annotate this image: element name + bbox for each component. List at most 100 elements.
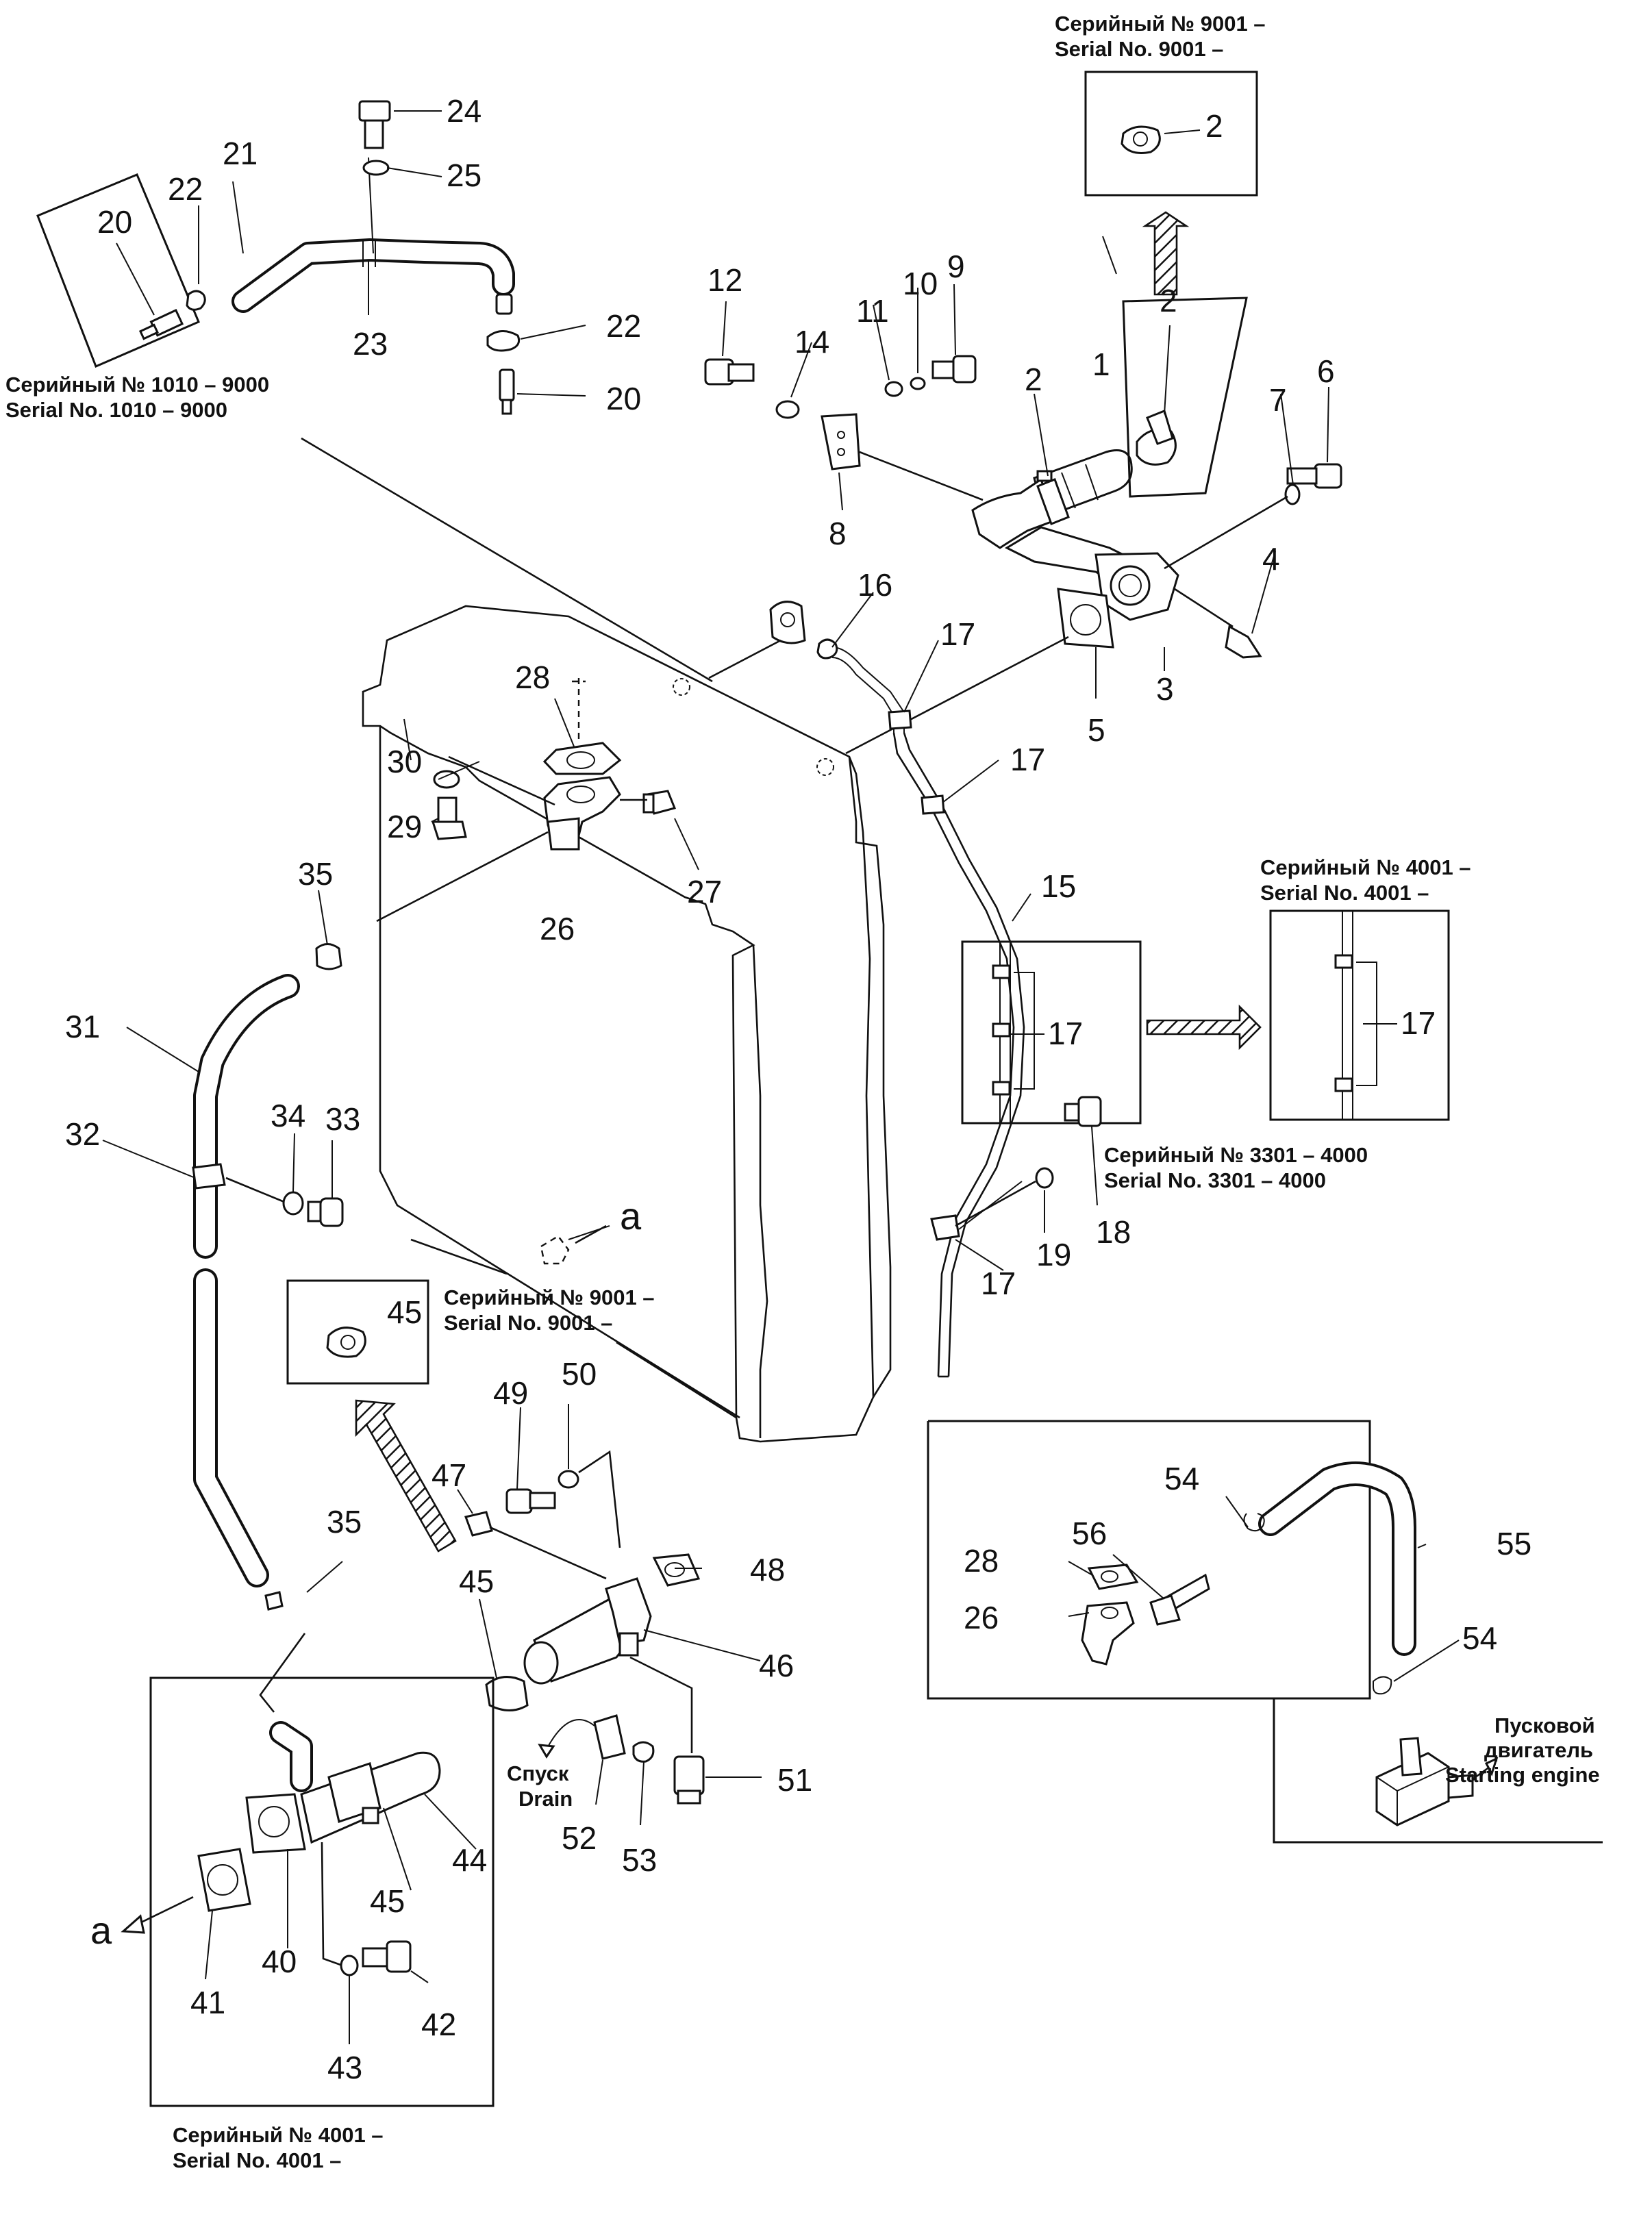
washer-43	[340, 1955, 359, 1976]
callout-53: 53	[622, 1842, 657, 1878]
callout-43: 43	[327, 2050, 362, 2085]
callout-2-clamp-view: 2	[1160, 283, 1177, 318]
callout-19: 19	[1036, 1237, 1071, 1272]
radiator-body	[362, 605, 892, 1443]
clamp-2-hose	[1036, 470, 1070, 525]
callout-44: 44	[452, 1842, 487, 1878]
clamp-35-bottom	[264, 1591, 284, 1611]
drain-label-ru: Спуск	[507, 1761, 569, 1785]
elbow-26	[543, 776, 621, 851]
callout-54-top: 54	[1164, 1461, 1199, 1496]
serial-9001-ru-mid: Серийный № 9001 –	[444, 1285, 655, 1309]
clip-16	[816, 638, 838, 660]
callout-24: 24	[447, 93, 481, 129]
clip-17-a	[888, 709, 912, 730]
callout-32: 32	[65, 1116, 100, 1152]
callout-49: 49	[493, 1375, 528, 1411]
washer-30	[433, 770, 460, 789]
serial-9001-ru-top: Серийный № 9001 –	[1055, 12, 1266, 36]
bolt-6	[1286, 463, 1342, 489]
callout-7: 7	[1269, 382, 1287, 418]
serial-3301-ru: Серийный № 3301 – 4000	[1104, 1143, 1368, 1167]
callout-17-a: 17	[940, 616, 975, 652]
callout-15: 15	[1041, 868, 1076, 904]
callout-50: 50	[562, 1356, 597, 1392]
nipple-47	[464, 1511, 493, 1537]
clamp-32	[192, 1163, 226, 1190]
callout-1: 1	[1092, 347, 1110, 382]
callout-9: 9	[947, 249, 965, 284]
callout-45-inset: 45	[387, 1294, 422, 1330]
callout-54-bottom: 54	[1462, 1620, 1497, 1656]
inset-starting-engine	[927, 1420, 1603, 1844]
callout-56: 56	[1072, 1516, 1107, 1551]
callout-48: 48	[750, 1552, 785, 1587]
clip-17-d	[930, 1214, 960, 1241]
callout-2-top-inset: 2	[1205, 108, 1223, 144]
callout-11: 11	[856, 293, 889, 329]
bolt-24	[358, 100, 391, 149]
view-a-arrow-left	[136, 1896, 194, 1926]
callout-45-bottom: 45	[370, 1883, 405, 1919]
callout-51: 51	[777, 1762, 812, 1798]
callout-17-b: 17	[1010, 742, 1045, 777]
inset-serial-4001-bottom	[149, 1633, 495, 2107]
bolt-12	[704, 358, 755, 386]
callout-41: 41	[190, 1985, 225, 2020]
bolt-33	[307, 1197, 344, 1227]
starting-engine-label-en: Starting engine	[1445, 1763, 1600, 1787]
callout-4: 4	[1262, 541, 1280, 577]
callout-18: 18	[1096, 1214, 1131, 1250]
callout-8: 8	[829, 516, 847, 551]
callout-28-inset: 28	[964, 1543, 999, 1579]
serial-4001-ru-right: Серийный № 4001 –	[1260, 855, 1471, 879]
washer-7	[1284, 483, 1301, 505]
plug-4	[1225, 625, 1262, 659]
washer-10	[910, 377, 926, 390]
callout-34: 34	[271, 1098, 305, 1133]
washer-50	[558, 1470, 579, 1489]
washer-34	[282, 1191, 304, 1216]
serial-9001-en-mid: Serial No. 9001 –	[444, 1311, 612, 1335]
callout-22-left: 22	[168, 171, 203, 207]
view-arrow-upleft	[355, 1399, 457, 1553]
gasket-28	[542, 742, 622, 775]
inset-clamp-2-view	[1122, 297, 1248, 498]
gasket-28-inset	[1087, 1563, 1139, 1590]
outlet-46	[523, 1577, 652, 1685]
callout-25: 25	[447, 158, 481, 193]
clip-17-b	[921, 794, 945, 815]
serial-4001-en-bottom: Serial No. 4001 –	[173, 2148, 341, 2172]
callout-12: 12	[708, 262, 742, 298]
callout-26-inset: 26	[964, 1600, 999, 1635]
washer-14	[775, 400, 800, 419]
callout-35-top: 35	[298, 856, 333, 892]
cap-52	[593, 1714, 626, 1760]
thermostat-housing-3	[1094, 552, 1179, 621]
callout-16: 16	[858, 567, 892, 603]
clamp-53	[632, 1741, 655, 1763]
bolt-9	[931, 355, 977, 384]
callout-26: 26	[540, 911, 575, 946]
view-a-arrow-right	[575, 1224, 607, 1244]
washer-11	[884, 381, 903, 397]
bolt-42	[362, 1940, 412, 1973]
callout-30: 30	[387, 744, 422, 779]
elbow-26-inset	[1081, 1601, 1135, 1666]
serial-3301-en: Serial No. 3301 – 4000	[1104, 1168, 1326, 1192]
callout-31: 31	[65, 1009, 100, 1044]
callout-23: 23	[353, 326, 388, 362]
callout-17-inset: 17	[1048, 1016, 1083, 1051]
inset-serial-1010-9000	[36, 173, 206, 368]
callout-28: 28	[515, 660, 550, 695]
serial-notes: Серийный № 9001 – Serial No. 9001 – Сери…	[5, 12, 1471, 2172]
callout-10: 10	[903, 266, 938, 301]
serial-1010-ru: Серийный № 1010 – 9000	[5, 373, 269, 397]
clamp-13-top	[769, 601, 806, 644]
callout-52: 52	[562, 1820, 597, 1856]
bracket-8	[821, 413, 861, 470]
clamp-22-right	[486, 330, 521, 352]
connector-20-right	[499, 368, 515, 415]
starting-engine-label-ru-2: двигатель	[1484, 1738, 1593, 1762]
